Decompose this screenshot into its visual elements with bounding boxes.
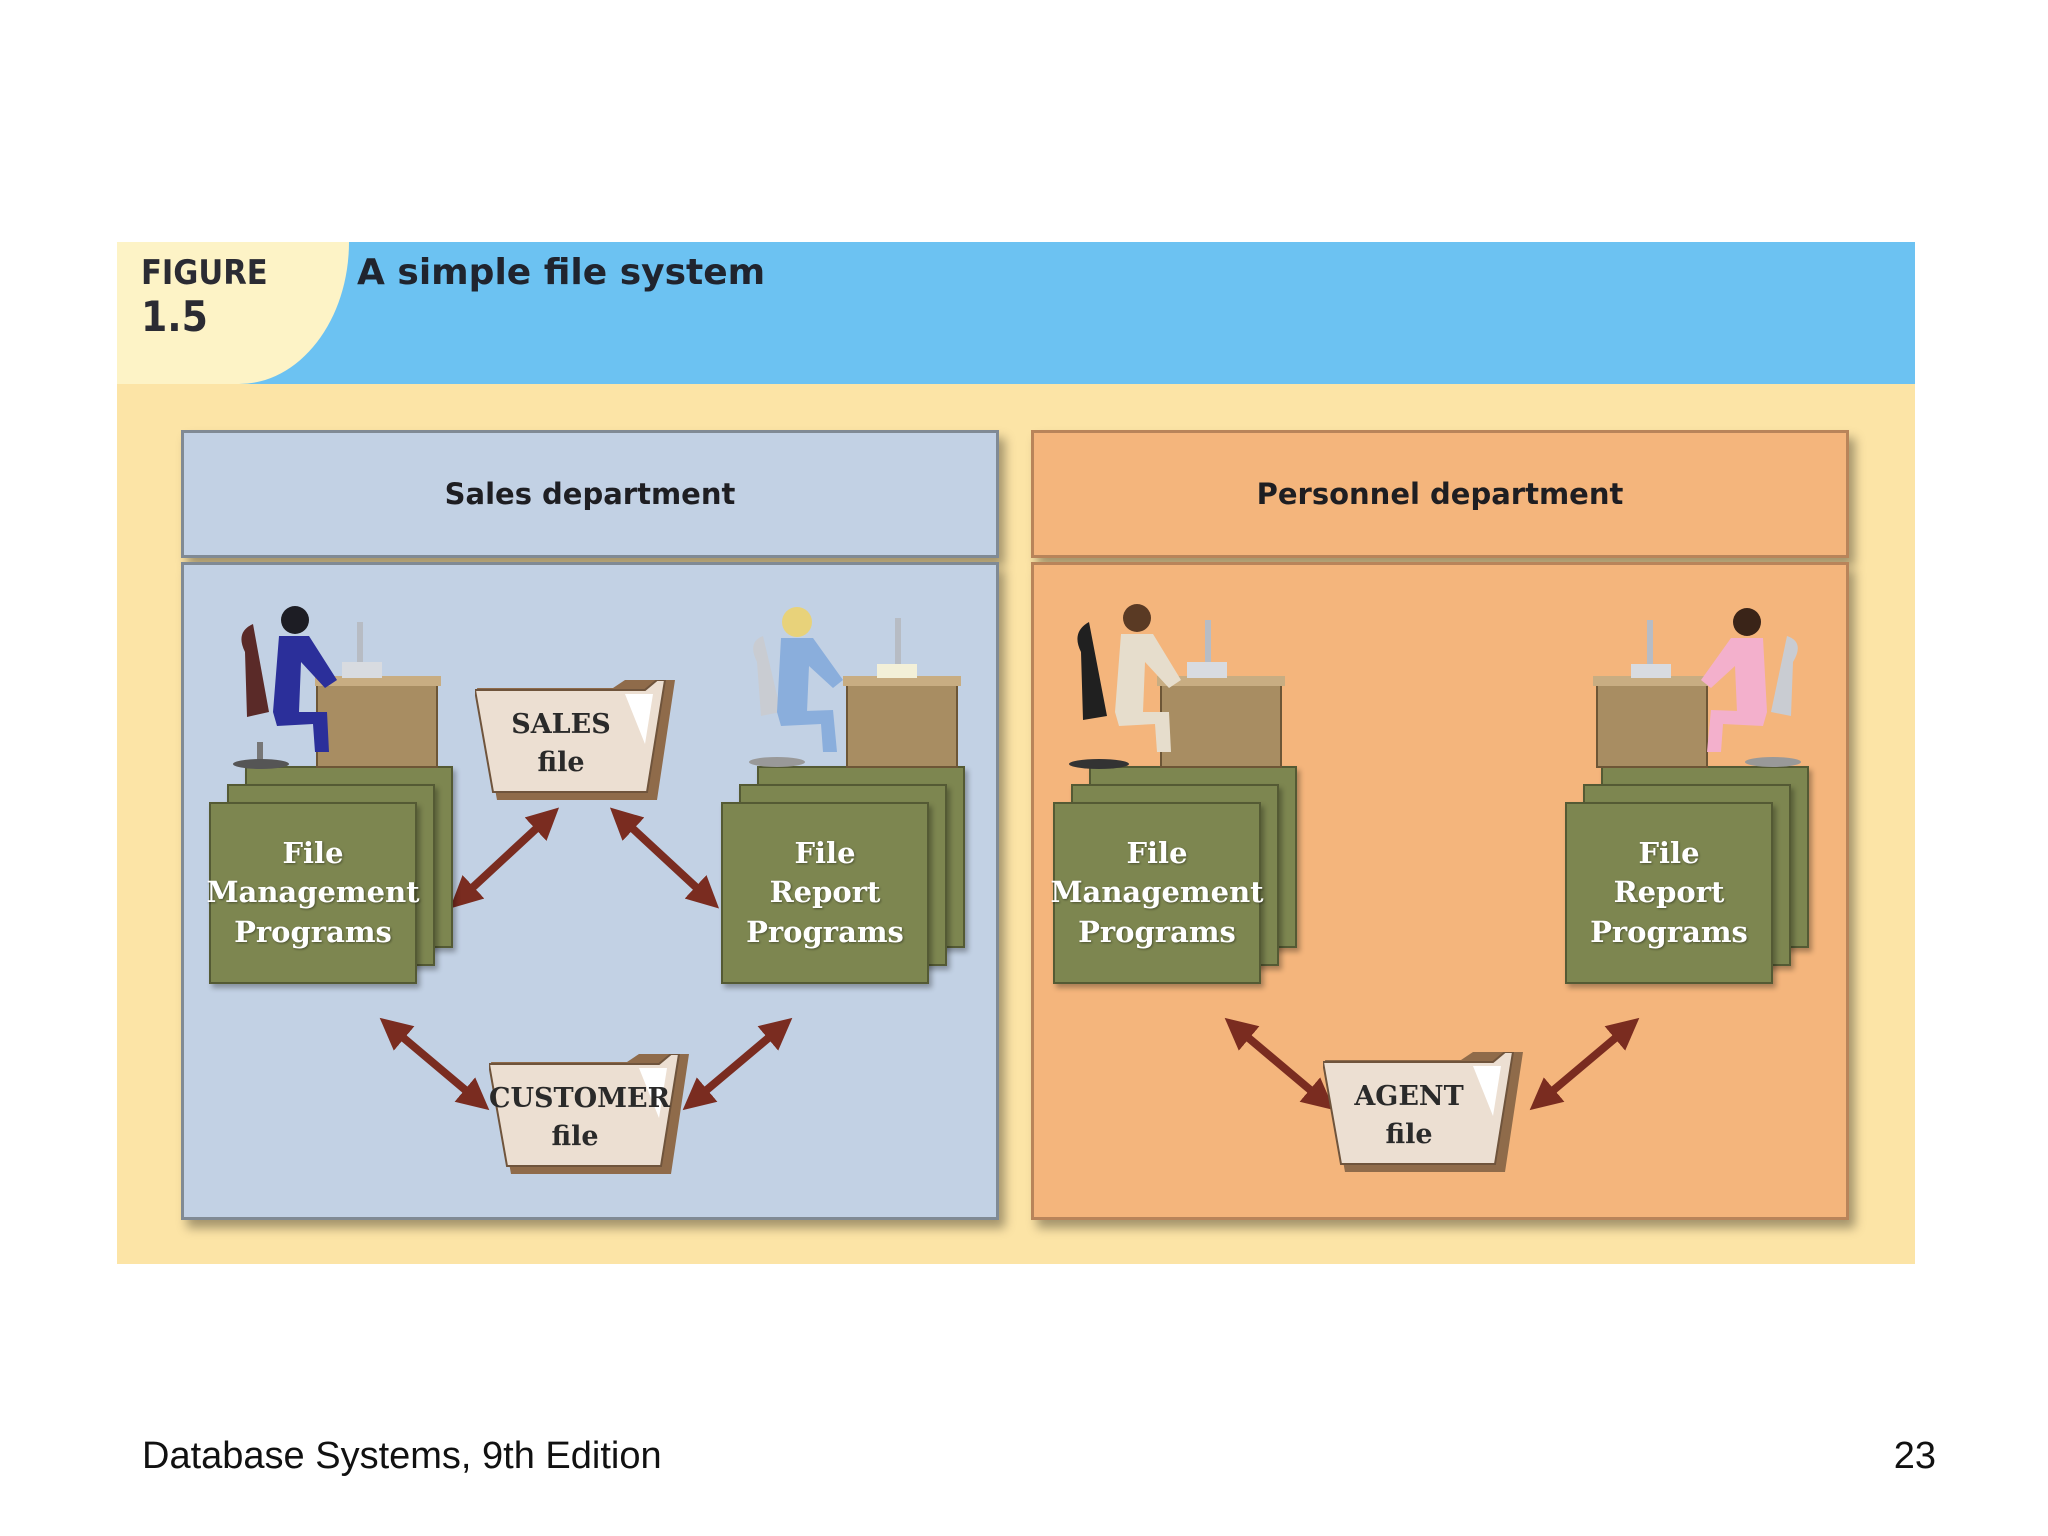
arrow-sales-mgmt (449, 807, 560, 909)
personnel-department-label: Personnel department (1256, 477, 1624, 511)
personnel-department-header: Personnel department (1031, 430, 1849, 558)
program-line: Report (1613, 875, 1725, 910)
sales-file-folder: SALES file (475, 680, 675, 800)
arrow-report-agent (1529, 1017, 1640, 1111)
program-line: Programs (746, 914, 904, 949)
program-line: File (282, 836, 344, 871)
folder-line: CUSTOMER (489, 1083, 671, 1114)
folder-line: file (1385, 1118, 1433, 1150)
agent-file-folder: AGENT file (1323, 1052, 1523, 1172)
customer-file-folder: CUSTOMER file (489, 1054, 689, 1174)
personnel-woman-at-desk-icon (1593, 608, 1801, 768)
sales-file-management-programs: File Management Programs (206, 766, 453, 984)
personnel-man-at-desk-icon (1069, 604, 1285, 769)
sales-department-label: Sales department (444, 477, 736, 511)
figure-title: A simple file system (357, 252, 766, 293)
folder-icon (489, 1054, 689, 1174)
program-line: File (1126, 836, 1188, 871)
sales-file-report-programs: File Report Programs (721, 766, 965, 984)
arrow-mgmt-agent (1224, 1017, 1335, 1111)
figure-label: FIGURE 1.5 (141, 253, 268, 342)
salesman-at-desk-icon (233, 606, 441, 769)
folder-line: AGENT (1354, 1081, 1464, 1112)
folder-line: SALES (511, 709, 611, 740)
figure-header (117, 242, 1915, 384)
arrow-mgmt-customer (379, 1017, 490, 1111)
personnel-file-report-programs: File Report Programs (1565, 766, 1809, 984)
program-line: Programs (234, 914, 392, 949)
program-line: Management (1050, 875, 1264, 910)
program-line: File (1638, 836, 1700, 871)
arrow-report-customer (682, 1017, 793, 1111)
footer-page-number: 23 (1893, 1435, 1936, 1477)
saleswoman-at-desk-icon (749, 607, 961, 768)
folder-icon (1323, 1052, 1523, 1172)
figure-panel: FIGURE 1.5 A simple file system Sales de… (117, 242, 1915, 1264)
figure-label-number: 1.5 (141, 292, 208, 342)
folder-line: file (537, 746, 585, 778)
folder-line: file (551, 1120, 599, 1152)
personnel-file-management-programs: File Management Programs (1050, 766, 1297, 984)
figure-label-word: FIGURE (141, 253, 268, 293)
relationship-arrows (379, 807, 1640, 1111)
sales-department-header: Sales department (181, 430, 999, 558)
program-line: Programs (1590, 914, 1748, 949)
program-line: Management (206, 875, 420, 910)
folder-icon (475, 680, 675, 800)
footer-book-title: Database Systems, 9th Edition (142, 1435, 662, 1477)
program-line: Report (769, 875, 881, 910)
program-line: Programs (1078, 914, 1236, 949)
arrow-sales-report (609, 807, 720, 909)
program-line: File (794, 836, 856, 871)
